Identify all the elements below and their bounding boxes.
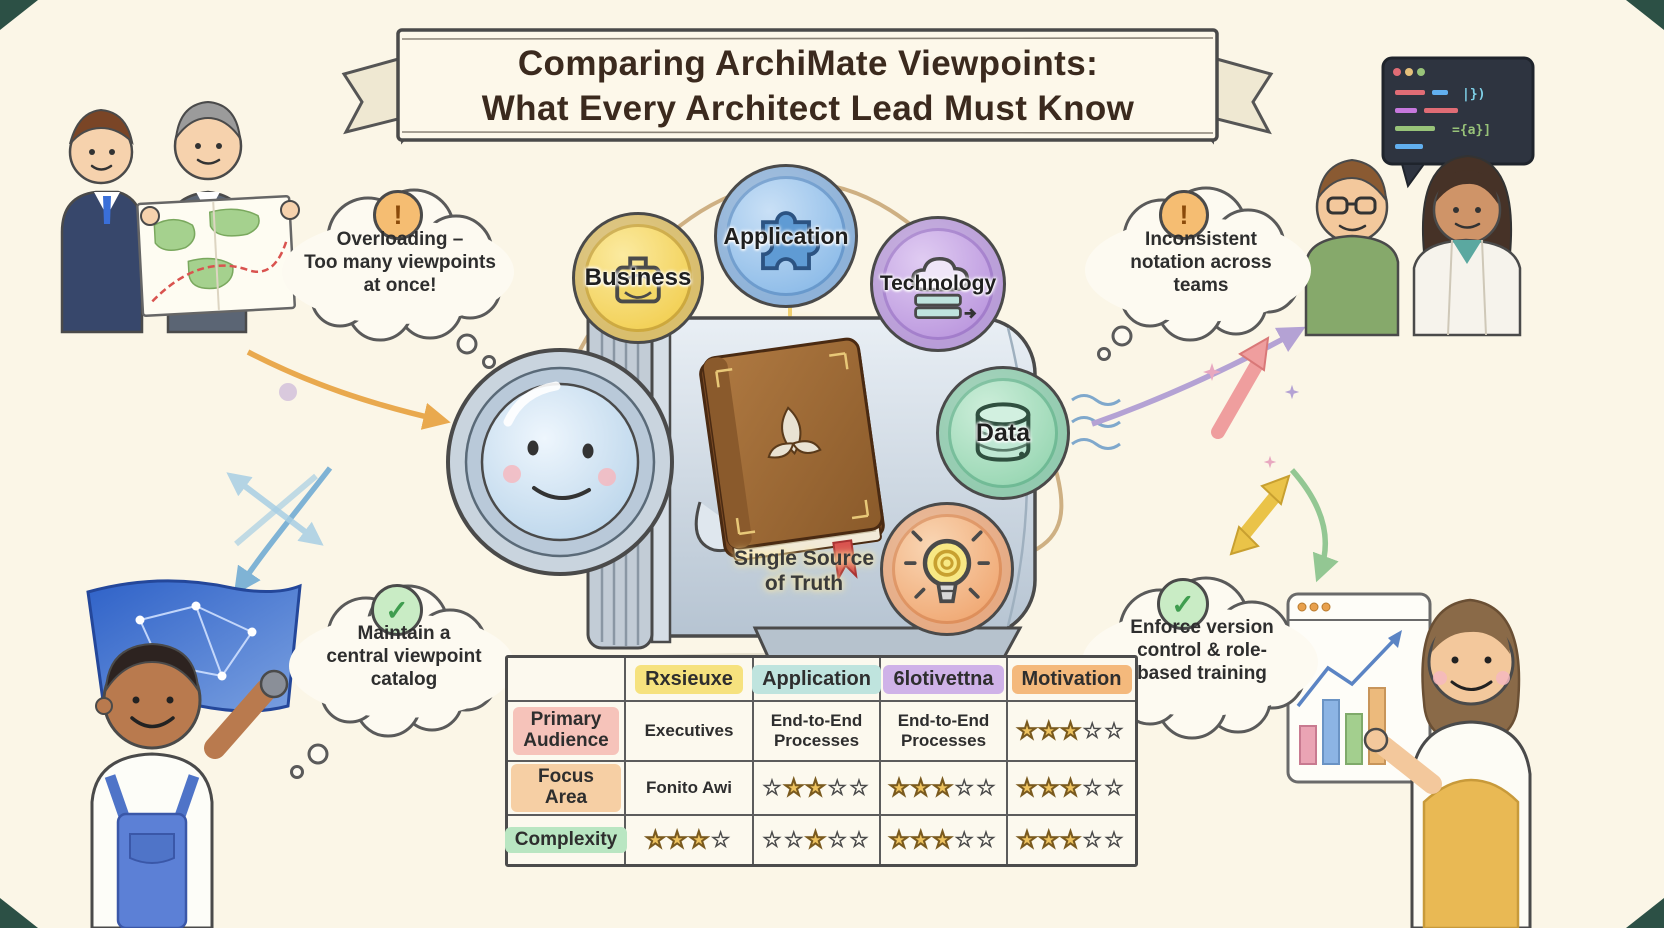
pocket [129,833,175,864]
book-icon [699,337,885,582]
code-window: |}) ={a}] [1381,56,1535,189]
badge-data: Data [936,366,1070,500]
glove [259,669,289,699]
table-row-label: Focus Area [508,762,626,816]
code-token: |}) [1462,87,1485,102]
badge-business: Business [572,212,704,344]
thought-bubble-cloud-bottom-right [1082,576,1318,740]
single-source-caption: Single Source of Truth [733,547,875,596]
sparkle [1284,384,1300,400]
briefcase-icon [615,256,661,304]
thought-bubble-cloud-top-right [1085,186,1311,361]
apron [1422,778,1520,928]
table-cell: Fonito Awi [626,762,754,816]
thought-bubble-viewpoint-catalog: Maintain a central viewpoint catalog [326,623,482,691]
check-icon: ✓ [1157,578,1209,630]
title-ribbon [341,28,1274,145]
badge-application-label: Application [723,222,849,249]
bar [1322,699,1340,765]
table-cell-stars: ★★★☆ [626,816,754,864]
arrow-orange [246,349,451,430]
eye [527,440,539,456]
person-dev-pair: |}) ={a}] [1304,56,1535,337]
table-header: Rxsieuxe [626,658,754,702]
comparison-table: Rxsieuxe Application 6lotivettna Motivat… [504,655,1138,867]
window-dot-yellow [1405,68,1413,76]
badge-technology: Technology [870,216,1006,352]
badge-technology-label: Technology [879,272,997,295]
bar [1345,713,1363,765]
table-cell-stars: ★★★☆☆ [1008,762,1135,816]
telescope-lens-face [446,348,674,576]
arm [1374,736,1442,794]
arrow-crossed [234,473,318,547]
table-cell-stars: ☆☆★☆☆ [754,816,881,864]
trend-line [1296,636,1398,708]
arrow-green [1289,468,1339,583]
table-row-label: Complexity [504,816,628,864]
title-line-2: What Every Architect Lead Must Know [481,88,1135,128]
arrows-decorations [226,326,1339,596]
check-icon: ✓ [371,584,423,636]
database-icon [975,402,1031,462]
smile [532,486,591,500]
badge-motivation [880,502,1014,636]
thought-bubble-cloud-bottom-left [289,584,515,779]
table-header: Application [752,658,881,702]
table-cell: End-to-End Processes [881,702,1008,762]
code-token: ={a}] [1452,123,1491,138]
thought-bubble-overloading: Overloading – Too many viewpoints at onc… [304,229,496,297]
table-cell-stars: ★★★☆☆ [881,816,1008,864]
person-architects-pair [60,100,300,334]
page-title: Comparing ArchiMate Viewpoints: What Eve… [412,42,1204,132]
person-presenter [1286,592,1532,928]
window-dot-green [1417,68,1425,76]
hand [1363,727,1389,753]
sparkle [1263,455,1277,469]
eye [582,443,594,459]
cloud-server-icon [911,257,977,319]
table-cell-stars: ★★★☆☆ [1008,702,1135,762]
overalls [116,812,188,928]
badge-data-label: Data [975,418,1031,447]
lightbulb-icon [904,530,990,604]
sparkle [1203,363,1221,381]
table-header: 6lotivettna [881,658,1008,702]
window-dot-red [1393,68,1401,76]
title-line-1: Comparing ArchiMate Viewpoints: [517,44,1099,83]
arrow-purple [1091,326,1306,427]
warning-icon: ! [1159,190,1209,240]
arrow-yellow-double [1236,487,1284,543]
thought-bubble-inconsistent-notation: Inconsistent notation across teams [1130,229,1272,297]
arrow-pink [1211,359,1263,439]
bar [1299,725,1317,765]
table-cell: Executives [626,702,754,762]
warning-icon: ! [373,190,423,240]
bookmark-ribbon [832,539,858,582]
table-cell-stars: ★★★☆☆ [881,762,1008,816]
table-cell-stars: ☆★★☆☆ [754,762,881,816]
table-cell: End-to-End Processes [754,702,881,762]
arm [204,679,277,759]
person-modeler [86,579,302,928]
table-header: Motivation [1008,658,1135,702]
badge-business-label: Business [584,264,692,291]
table-cell-stars: ★★★☆☆ [1017,826,1126,852]
table-corner-cell [508,658,626,702]
badge-application: Application [714,164,858,308]
map-icon [136,194,296,317]
thought-bubble-version-control: Enforce version control & role- based tr… [1130,617,1274,685]
table-row-label: Primary Audience [508,702,626,762]
puzzle-icon [761,211,821,271]
